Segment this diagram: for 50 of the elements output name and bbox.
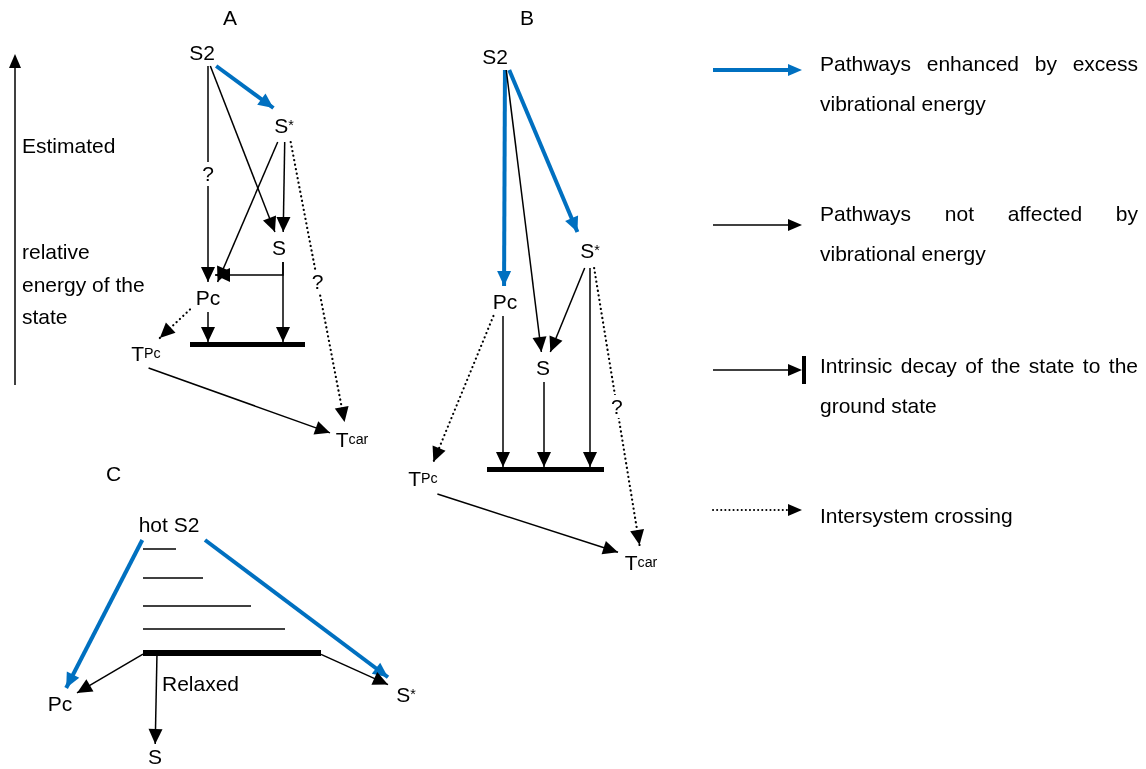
state-caption: Relaxed (162, 671, 240, 697)
arrow (203, 538, 390, 679)
state-label: S2 (478, 42, 512, 70)
legend-text: Pathways enhanced by excess vibrational energy (820, 51, 1138, 117)
energy-level-bar (487, 467, 604, 472)
arrow (497, 70, 512, 286)
arrow (507, 69, 580, 233)
arrow (64, 539, 145, 689)
legend-text: Intrinsic decay of the state to the ground state (820, 353, 1138, 419)
arrow (148, 655, 163, 745)
edge-label: ? (609, 394, 625, 419)
legend-text: Intersystem crossing (820, 503, 1014, 529)
state-label: Pc (487, 286, 523, 316)
arrow (320, 653, 389, 686)
panel-letter: B (520, 5, 534, 31)
dotted-arrow (158, 308, 192, 340)
state-label: hot S2 (123, 508, 215, 540)
edge-label: ? (200, 162, 216, 186)
state-label: S (268, 232, 290, 262)
energy-level-bar (190, 342, 305, 347)
arrow (201, 311, 215, 343)
panel-letter: C (106, 461, 122, 487)
axis-title: relative energy of the state (22, 239, 146, 331)
dotted-arrow (289, 140, 349, 424)
edge-label: ? (309, 270, 326, 294)
arrow (583, 267, 597, 468)
energy-level-bar (143, 650, 321, 656)
dotted-arrow (432, 314, 495, 464)
axis-title: Estimated (22, 133, 116, 159)
arrow (209, 65, 276, 233)
arrow (201, 65, 215, 283)
arrow (276, 261, 290, 343)
arrow (216, 141, 279, 283)
arrow (147, 367, 331, 435)
dotted-arrow (593, 266, 644, 547)
state-label: S (145, 744, 165, 769)
arrow (496, 315, 510, 468)
arrow (215, 64, 275, 110)
arrow (549, 267, 586, 353)
state-label: S (532, 352, 554, 382)
legend-text: Pathways not affected by vibrational energy (820, 201, 1138, 267)
state-label: S2 (185, 38, 219, 66)
state-label: Pc (43, 688, 77, 718)
state-label: Pc (190, 282, 226, 312)
arrow (505, 69, 547, 353)
arrow (76, 653, 144, 694)
arrow (537, 381, 551, 468)
arrow (436, 493, 619, 555)
arrow (276, 141, 291, 233)
panel-letter: A (223, 5, 237, 31)
